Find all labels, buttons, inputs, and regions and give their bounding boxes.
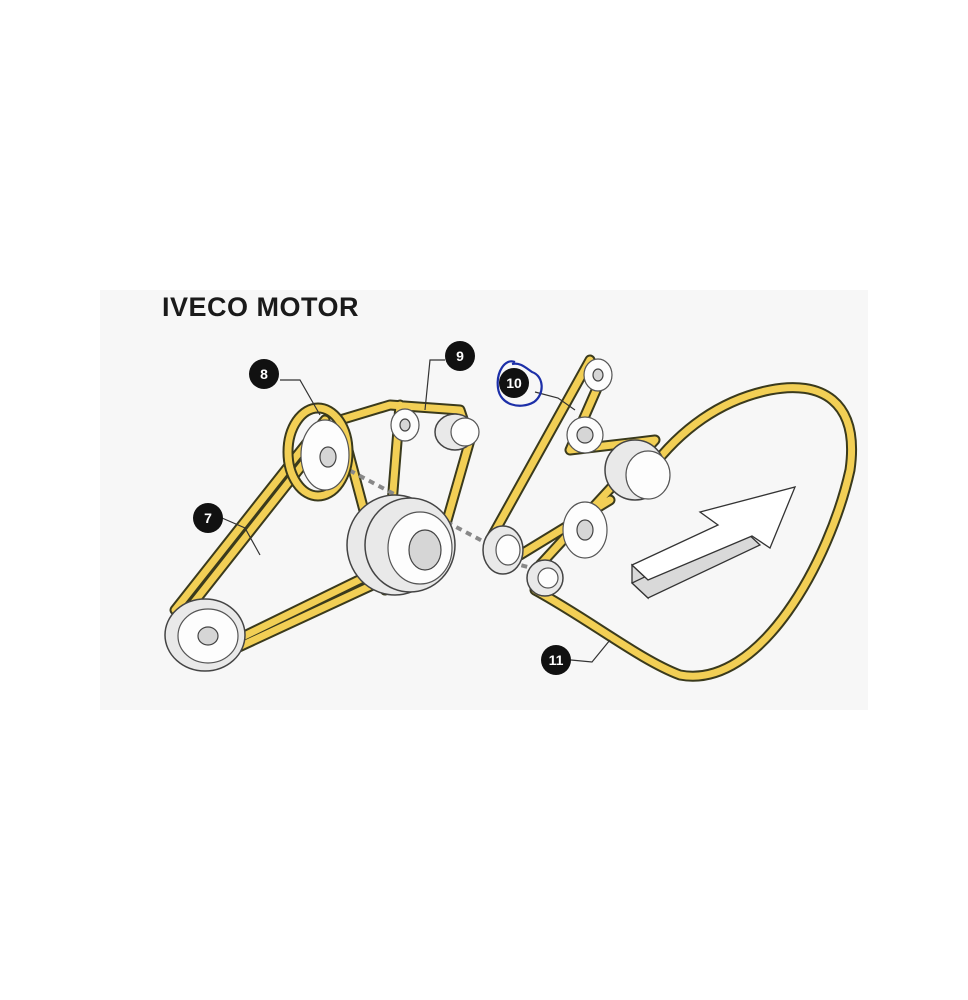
- idler-pulleys-9: [390, 408, 480, 451]
- callout-7: 7: [193, 503, 223, 533]
- pulley-center: [346, 494, 456, 596]
- callout-9: 9: [445, 341, 475, 371]
- callout-8: 8: [249, 359, 279, 389]
- diagram-title: IVECO MOTOR: [162, 292, 360, 322]
- callout-10: 10: [496, 360, 543, 407]
- callout-8-label: 8: [260, 366, 268, 382]
- leader-7: [221, 517, 261, 556]
- leader-9: [424, 359, 445, 411]
- callout-10-highlight-ring: [496, 360, 543, 407]
- direction-arrow-icon: [630, 486, 797, 600]
- callout-7-label: 7: [204, 510, 212, 526]
- pulley-8: [282, 402, 354, 502]
- callout-11-label: 11: [549, 652, 564, 668]
- leader-10: [534, 391, 576, 411]
- callout-9-label: 9: [456, 348, 464, 364]
- callout-11: 11: [541, 645, 571, 675]
- callout-10-label: 10: [506, 375, 522, 391]
- leader-8: [280, 379, 321, 416]
- belt-11: [529, 382, 857, 682]
- leader-11: [570, 639, 611, 663]
- pulley-bottom-left: [164, 598, 246, 672]
- pulleys-10: [482, 358, 671, 597]
- belt-7: [169, 414, 411, 671]
